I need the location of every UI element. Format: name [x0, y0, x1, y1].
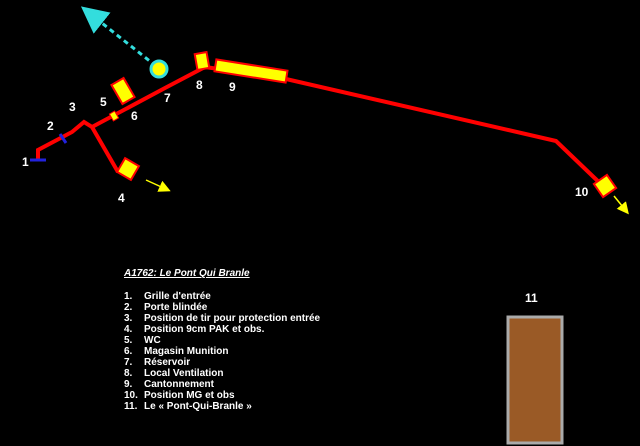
legend-item-text: Réservoir [144, 357, 191, 368]
legend-item-number: 2. [124, 302, 133, 313]
block-cantonnement [213, 58, 289, 84]
legend-item: 11. Le « Pont-Qui-Branle » [124, 401, 320, 412]
legend-item-number: 3. [124, 313, 133, 324]
block-position-pak [115, 156, 141, 182]
label-10: 10 [575, 185, 589, 199]
label-4: 4 [118, 191, 125, 205]
legend-item: 3. Position de tir pour protection entrée [124, 313, 320, 324]
legend-item-number: 8. [124, 368, 133, 379]
legend-item-text: WC [144, 335, 161, 346]
legend-item: 5. WC [124, 335, 320, 346]
legend-item-number: 1. [124, 291, 133, 302]
legend-item: 8. Local Ventilation [124, 368, 320, 379]
legend-item: 7. Réservoir [124, 357, 320, 368]
legend-item: 6. Magasin Munition [124, 346, 320, 357]
label-7: 7 [164, 91, 171, 105]
legend-item-number: 7. [124, 357, 133, 368]
legend-item-number: 4. [124, 324, 133, 335]
label-11: 11 [525, 291, 538, 305]
legend-item: 2. Porte blindée [124, 302, 320, 313]
legend-item: 10. Position MG et obs [124, 390, 320, 401]
gallery-branch-4 [90, 125, 120, 174]
arrow-position-mg [613, 195, 629, 215]
legend-item-text: Le « Pont-Qui-Branle » [144, 401, 252, 412]
legend-item-text: Magasin Munition [144, 346, 229, 357]
label-3: 3 [69, 100, 76, 114]
legend-item-text: Porte blindée [144, 302, 208, 313]
legend-item-text: Cantonnement [144, 379, 214, 390]
legend-item-text: Position MG et obs [144, 390, 235, 401]
bridge-pont-qui-branle [506, 315, 564, 445]
label-2: 2 [47, 119, 54, 133]
block-wc [110, 76, 136, 106]
legend-item-text: Position 9cm PAK et obs. [144, 324, 265, 335]
legend: A1762: Le Pont Qui Branle 1. Grille d'ent… [124, 268, 320, 412]
legend-item: 4. Position 9cm PAK et obs. [124, 324, 320, 335]
legend-item-number: 5. [124, 335, 133, 346]
armored-door [58, 133, 68, 144]
legend-item-text: Grille d'entrée [144, 291, 211, 302]
block-ventilation [193, 50, 211, 72]
block-magasin [108, 110, 120, 122]
legend-item-text: Position de tir pour protection entrée [144, 313, 321, 324]
legend-item-number: 11. [124, 401, 138, 412]
ventilation-exhaust-arrow [80, 6, 157, 68]
label-8: 8 [196, 78, 203, 92]
legend-item-text: Local Ventilation [144, 368, 224, 379]
block-position-mg [592, 173, 618, 199]
label-6: 6 [131, 109, 138, 123]
reservoir [149, 59, 169, 79]
label-5: 5 [100, 95, 107, 109]
legend-item-number: 6. [124, 346, 133, 357]
legend-item-number: 10. [124, 390, 138, 401]
main-gallery [36, 64, 606, 189]
legend-title: A1762: Le Pont Qui Branle [124, 268, 250, 279]
legend-item: 9. Cantonnement [124, 379, 320, 390]
legend-list: 1. Grille d'entrée 2. Porte blindée 3. Positi… [124, 291, 320, 412]
label-9: 9 [229, 80, 236, 94]
legend-item: 1. Grille d'entrée [124, 291, 320, 302]
legend-item-number: 9. [124, 379, 133, 390]
arrow-position-pak [145, 179, 171, 192]
label-1: 1 [22, 155, 29, 169]
